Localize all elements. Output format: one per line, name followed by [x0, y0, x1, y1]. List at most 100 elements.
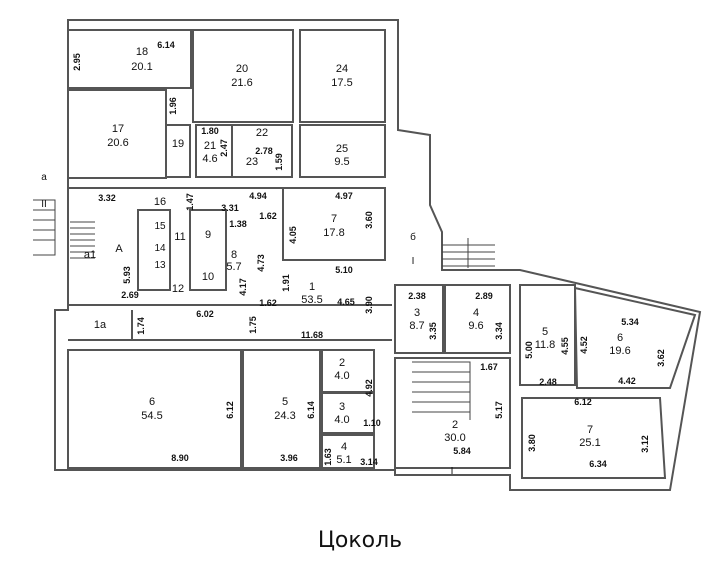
dimension-label: 4.42 — [618, 376, 636, 386]
dimension-label: 1.67 — [480, 362, 498, 372]
dimension-label: 1.47 — [185, 193, 195, 211]
room-a1-label: а1 — [84, 249, 96, 261]
section-II-label: II — [41, 199, 47, 210]
dimension-label: 2.48 — [539, 377, 557, 387]
room-24-number: 24 — [336, 63, 348, 75]
dimension-label: 4.94 — [249, 191, 267, 201]
dimension-label: 4.97 — [335, 191, 353, 201]
room-2-left-number: 2 — [339, 357, 345, 369]
dimension-label: 5.00 — [524, 341, 534, 359]
dimension-label: 4.65 — [337, 297, 355, 307]
dimension-label: 3.80 — [527, 434, 537, 452]
dimension-label: 5.34 — [621, 317, 639, 327]
room-20-area: 21.6 — [231, 77, 252, 89]
dimension-label: 1.62 — [259, 211, 277, 221]
dimension-label: 1.10 — [363, 418, 381, 428]
room-5-right-area: 11.8 — [535, 339, 556, 351]
room-14-number: 14 — [154, 243, 166, 254]
room-1-area: 53.5 — [301, 294, 322, 306]
dimension-label: 6.02 — [196, 309, 214, 319]
dimension-label: 5.84 — [453, 446, 471, 456]
room-3-right-number: 3 — [414, 307, 420, 319]
dimension-label: 2.78 — [255, 146, 273, 156]
dimension-label: 1.96 — [168, 97, 178, 115]
section-a-label: а — [41, 172, 47, 183]
room-6-right-number: 6 — [617, 332, 623, 344]
dimension-label: 1.91 — [281, 274, 291, 292]
dimension-label: 5.17 — [494, 401, 504, 419]
dimension-label: 3.96 — [280, 453, 298, 463]
dimension-label: 4.05 — [288, 226, 298, 244]
room-17-area: 20.6 — [107, 137, 128, 149]
room-5-left-number: 5 — [282, 396, 288, 408]
dimension-label: 6.12 — [225, 401, 235, 419]
dimension-label: 3.62 — [656, 349, 666, 367]
dimension-label: 1.59 — [274, 153, 284, 171]
room-21-number: 21 — [204, 140, 216, 152]
room-5-left-area: 24.3 — [274, 410, 295, 422]
room-7-right-area: 25.1 — [579, 437, 600, 449]
dimension-label: 11.68 — [301, 330, 323, 340]
room-20-number: 20 — [236, 63, 248, 75]
room-4-left-number: 4 — [341, 441, 347, 453]
room-2-right-number: 2 — [452, 419, 458, 431]
dimension-label: 6.14 — [157, 40, 175, 50]
dimension-label: 4.92 — [364, 379, 374, 397]
section-b-label: б — [410, 231, 416, 243]
room-18-area: 20.1 — [131, 61, 152, 73]
room-3-right-area: 8.7 — [409, 320, 424, 332]
dimension-label: 2.95 — [72, 53, 82, 71]
room-17-number: 17 — [112, 123, 124, 135]
room-7-right-number: 7 — [587, 424, 593, 436]
room-10-number: 10 — [202, 271, 214, 283]
dimension-label: 6.34 — [589, 459, 607, 469]
dimension-label: 1.63 — [323, 448, 333, 466]
dimension-label: 8.90 — [171, 453, 189, 463]
dimension-label: 1.80 — [201, 126, 219, 136]
dimension-label: 2.89 — [475, 291, 493, 301]
room-labels: 18 20.1 20 21.6 24 17.5 17 20.6 19 21 4.… — [84, 46, 631, 466]
dimension-label: 3.35 — [428, 322, 438, 340]
dimension-label: 1.38 — [229, 219, 247, 229]
dimension-label: 3.60 — [364, 211, 374, 229]
section-I-bottom-label: I — [451, 466, 454, 477]
room-23-number: 23 — [246, 156, 258, 168]
dimension-label: 6.12 — [574, 397, 592, 407]
room-9-number: 9 — [205, 229, 211, 241]
room-4-left-area: 5.1 — [336, 454, 351, 466]
walls — [54, 19, 702, 491]
room-4-right-area: 9.6 — [468, 320, 483, 332]
dimension-label: 2.38 — [408, 291, 426, 301]
dimension-label: 3.31 — [221, 203, 239, 213]
room-19-number: 19 — [172, 138, 184, 150]
dimension-label: 3.12 — [640, 435, 650, 453]
dimension-label: 3.14 — [360, 457, 378, 467]
dimension-label: 2.69 — [121, 290, 139, 300]
dimension-label: 1.75 — [248, 316, 258, 334]
dimension-label: 4.55 — [560, 337, 570, 355]
section-labels: а II б I I — [41, 172, 453, 477]
dimension-label: 2.47 — [219, 139, 229, 157]
room-25-number: 25 — [336, 143, 348, 155]
room-18-number: 18 — [136, 46, 148, 58]
dimension-label: 5.93 — [122, 266, 132, 284]
floor-caption: Цоколь — [317, 528, 403, 553]
room-7-upper-area: 17.8 — [323, 227, 344, 239]
dimension-label: 5.10 — [335, 265, 353, 275]
room-15-number: 15 — [154, 221, 166, 232]
room-2-left-area: 4.0 — [334, 370, 349, 382]
room-A-label: А — [115, 243, 123, 255]
dimension-label: 1.74 — [136, 317, 146, 335]
stairs — [33, 199, 495, 420]
room-13-number: 13 — [154, 260, 166, 271]
dimension-label: 3.32 — [98, 193, 116, 203]
section-I-top-label: I — [412, 256, 415, 267]
dimension-label: 4.52 — [579, 336, 589, 354]
room-6-left-number: 6 — [149, 396, 155, 408]
room-2-right-area: 30.0 — [444, 432, 465, 444]
floor-plan: 18 20.1 20 21.6 24 17.5 17 20.6 19 21 4.… — [33, 19, 702, 491]
dimension-label: 6.14 — [306, 401, 316, 419]
room-8-area: 5.7 — [226, 261, 241, 273]
room-7-upper-number: 7 — [331, 213, 337, 225]
dimension-label: 4.17 — [238, 278, 248, 296]
